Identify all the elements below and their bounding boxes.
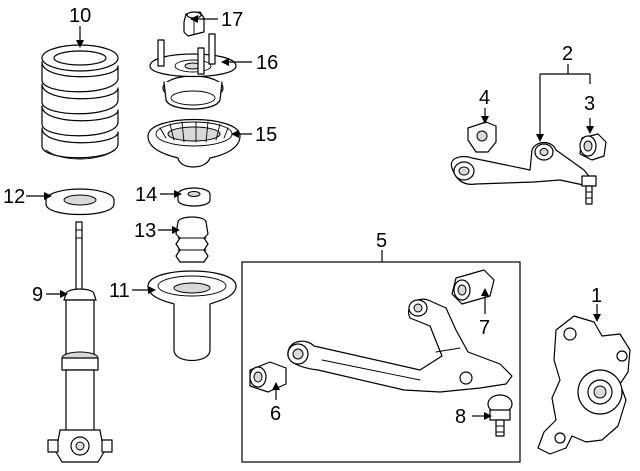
bump-stop — [175, 216, 209, 263]
callout-16: 16 — [256, 52, 278, 74]
callout-1: 1 — [591, 285, 602, 307]
upper-control-arm — [450, 141, 597, 205]
lower-arm-front-bushing — [249, 361, 287, 393]
callout-leaders — [26, 15, 601, 420]
spacer — [177, 187, 211, 207]
callout-5: 5 — [376, 230, 387, 252]
callout-numbers: 17 16 15 10 12 14 13 11 9 4 2 3 5 7 6 8 … — [3, 5, 602, 428]
callout-13: 13 — [134, 220, 156, 242]
callout-6: 6 — [270, 403, 281, 425]
lower-control-arm-assembly — [287, 298, 513, 393]
lower-ball-joint — [487, 394, 513, 437]
callout-12: 12 — [3, 186, 25, 208]
callout-11: 11 — [109, 280, 130, 302]
callout-8: 8 — [455, 406, 466, 428]
lower-spring-insulator — [45, 188, 115, 216]
callout-17: 17 — [221, 9, 243, 31]
callout-15: 15 — [255, 124, 277, 146]
upper-arm-bracket — [467, 121, 497, 153]
lower-arm-rear-bushing — [451, 269, 495, 305]
callout-10: 10 — [69, 5, 91, 27]
mount-nut — [183, 11, 205, 37]
callout-7: 7 — [479, 317, 490, 339]
callout-2: 2 — [562, 43, 573, 65]
callout-3: 3 — [584, 93, 595, 115]
steering-knuckle — [537, 315, 631, 455]
coil-spring — [41, 44, 119, 160]
upper-arm-bushing — [579, 133, 607, 161]
lower-arm-assembly-box — [241, 261, 521, 463]
callout-9: 9 — [32, 284, 43, 306]
strut-mount — [149, 33, 237, 110]
spring-seat — [147, 118, 241, 168]
callout-4: 4 — [479, 87, 490, 109]
callout-14: 14 — [135, 184, 157, 206]
strut-shock-absorber — [47, 221, 113, 463]
dust-boot — [147, 270, 237, 362]
